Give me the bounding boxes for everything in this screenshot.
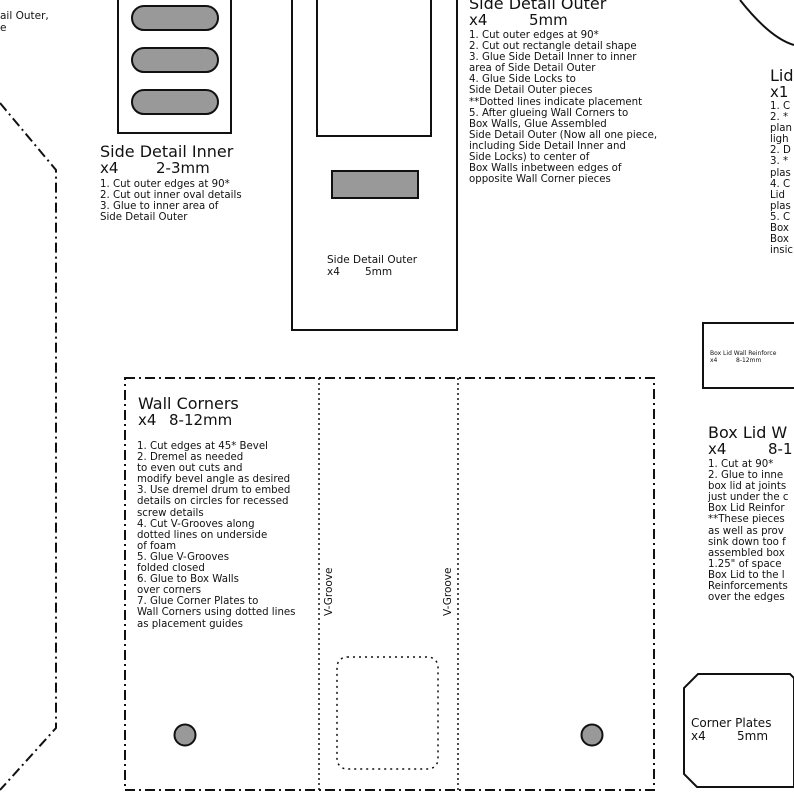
box-lid-reinforcement-label: Box Lid Wall Reinforce <box>710 350 777 357</box>
wall-corners-thickness: 8-12mm <box>169 411 233 429</box>
rectangle-detail-window <box>316 0 432 137</box>
oval-cutout-3 <box>131 89 219 115</box>
lid-title: Lid <box>770 66 794 85</box>
left-piece-outline <box>0 102 57 791</box>
box-lid-w-lines: 1. Cut at 90* 2. Glue to inne box lid at… <box>708 459 789 604</box>
side-detail-inner-piece <box>117 0 232 134</box>
top-left-fragment-line-1: ail Outer, <box>0 10 49 22</box>
lid-fragment-lines: 1. C 2. * plan ligh 2. D 3. * plas 4. C … <box>770 101 794 257</box>
oval-cutout-2 <box>131 47 219 73</box>
box-lid-w-thickness: 8-1 <box>768 440 793 458</box>
rectangle-detail-slot <box>331 170 419 199</box>
side-detail-inner-qty: x4 <box>100 159 119 177</box>
screw-detail-circle-left <box>173 723 197 747</box>
side-detail-outer-steps: 1. Cut outer edges at 90* 2. Cut out rec… <box>469 30 658 186</box>
side-detail-inner-steps: 1. Cut outer edges at 90* 2. Cut out inn… <box>100 179 242 224</box>
side-detail-outer-piece-qty: x4 <box>327 266 340 278</box>
side-detail-outer-title: Side Detail Outer <box>469 0 607 13</box>
corner-plates-label: Corner Plates <box>691 716 772 730</box>
wall-corners-title: Wall Corners <box>138 394 239 413</box>
lid-qty: x1 <box>770 83 789 101</box>
side-detail-inner-thickness: 2-3mm <box>156 159 210 177</box>
v-groove-label-2: V-Groove <box>442 567 454 617</box>
top-left-fragment-line-2: e <box>0 22 7 34</box>
lid-circle-edge <box>739 0 794 46</box>
corner-plates-thickness: 5mm <box>737 729 769 743</box>
box-lid-w-qty: x4 <box>708 440 727 458</box>
side-detail-outer-piece-thickness: 5mm <box>365 266 393 278</box>
wall-corners-outline <box>124 377 655 791</box>
side-detail-inner-title: Side Detail Inner <box>100 142 234 161</box>
side-detail-outer-qty: x4 <box>469 11 488 29</box>
box-lid-w-title: Box Lid W <box>708 423 788 442</box>
corner-plate-placement-guide <box>336 656 439 770</box>
side-detail-outer-thickness: 5mm <box>529 11 568 29</box>
side-detail-outer-piece-label: Side Detail Outer <box>327 254 418 266</box>
screw-detail-circle-right <box>580 723 604 747</box>
corner-plates-piece <box>683 673 794 788</box>
side-detail-outer-piece: Side Detail Outer x4 5mm <box>291 0 458 331</box>
v-groove-label-1: V-Groove <box>323 567 335 617</box>
box-lid-reinforcement-piece: Box Lid Wall Reinforce x4 8-12mm <box>702 322 794 389</box>
wall-corners-qty: x4 <box>138 411 157 429</box>
corner-plates-qty: x4 <box>691 729 706 743</box>
wall-corners-steps: 1. Cut edges at 45* Bevel 2. Dremel as n… <box>137 441 296 630</box>
box-lid-reinforcement-thickness: 8-12mm <box>736 357 762 364</box>
oval-cutout-1 <box>131 5 219 31</box>
box-lid-reinforcement-qty: x4 <box>710 357 718 364</box>
